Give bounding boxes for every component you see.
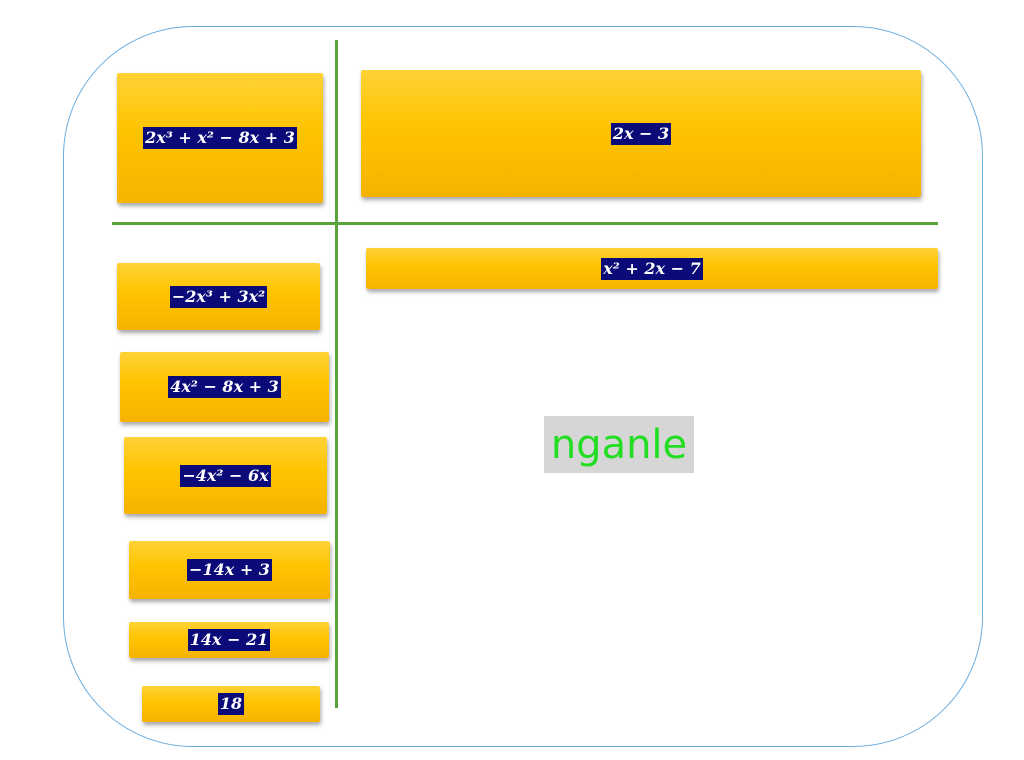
- step-expression: 18: [217, 693, 245, 715]
- nganle-button[interactable]: nganle: [544, 416, 694, 473]
- quotient-expression: x² + 2x − 7: [601, 257, 703, 280]
- step-tile[interactable]: 18: [142, 686, 320, 722]
- dividend-tile[interactable]: 2x³ + x² − 8x + 3: [117, 73, 323, 203]
- step-expression: 4x² − 8x + 3: [168, 376, 281, 398]
- step-expression: 14x − 21: [187, 629, 271, 651]
- step-expression: −14x + 3: [187, 559, 272, 581]
- step-expression: −2x³ + 3x²: [169, 285, 268, 308]
- quotient-tile[interactable]: x² + 2x − 7: [366, 248, 938, 289]
- step-expression: −4x² − 6x: [180, 464, 271, 487]
- step-tile[interactable]: 4x² − 8x + 3: [120, 352, 329, 422]
- horizontal-divider: [112, 222, 938, 225]
- step-tile[interactable]: −4x² − 6x: [124, 437, 327, 514]
- step-tile[interactable]: −2x³ + 3x²: [117, 263, 320, 330]
- frame-border: [63, 26, 983, 747]
- step-tile[interactable]: 14x − 21: [129, 622, 329, 658]
- divisor-tile[interactable]: 2x − 3: [361, 70, 921, 197]
- vertical-divider: [335, 40, 338, 708]
- divisor-expression: 2x − 3: [610, 122, 672, 145]
- dividend-expression: 2x³ + x² − 8x + 3: [143, 127, 297, 149]
- step-tile[interactable]: −14x + 3: [129, 541, 330, 599]
